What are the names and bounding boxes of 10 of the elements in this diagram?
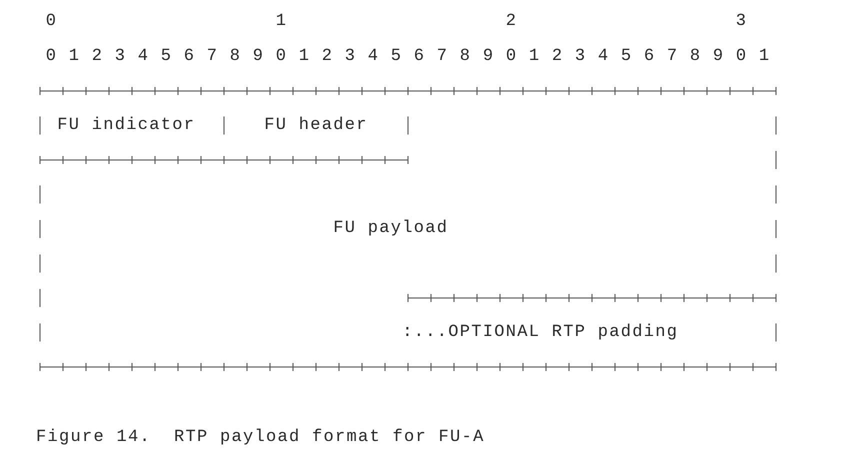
bit-offset-label: 0: [46, 11, 58, 33]
packet-field-label: FU indicator: [57, 114, 196, 138]
bit-number-row-text: 0 1 2 3 4 5 6 7 8 9 0 1 2 3 4 5 6 7 8 9 0 1 2 3 4 5 6 7 8 9 0 1: [46, 46, 770, 68]
bit-offset-label: 2: [506, 11, 518, 33]
packet-field-label: :...OPTIONAL RTP padding: [402, 320, 678, 344]
packet-field-label: FU header: [264, 114, 368, 138]
bit-offset-label: 3: [736, 11, 748, 33]
packet-field-label: FU payload: [333, 217, 448, 241]
bit-offset-label: 1: [276, 11, 288, 33]
figure-caption: Figure 14. RTP payload format for FU-A: [36, 427, 485, 449]
